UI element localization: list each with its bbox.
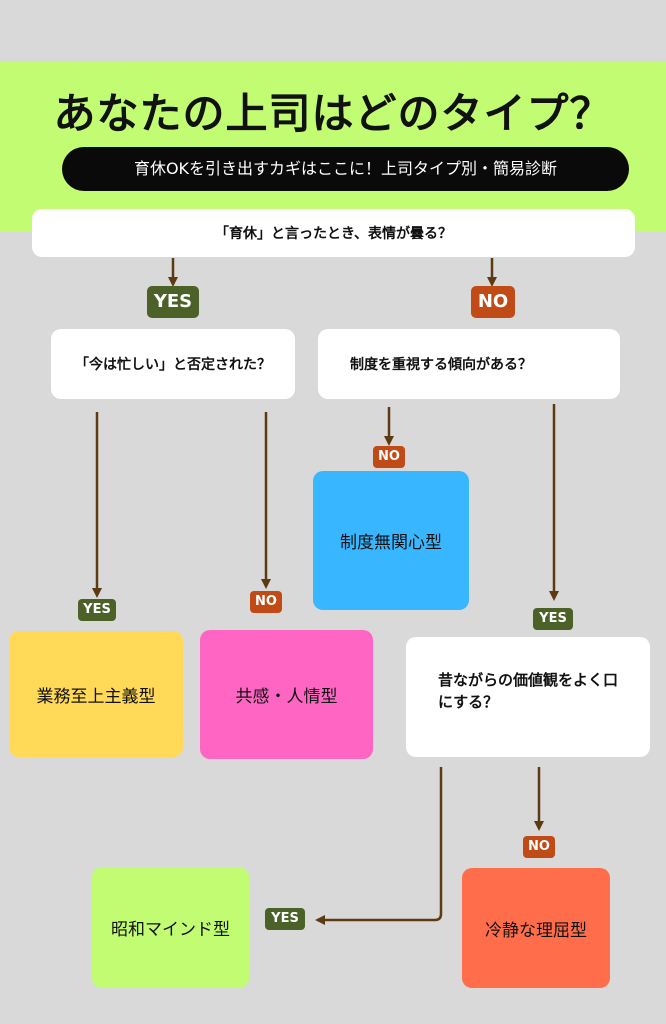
result-business-first: 業務至上主義型 xyxy=(9,631,183,757)
result-empathy: 共感・人情型 xyxy=(200,630,373,759)
question-1: 「育休」と言ったとき、表情が曇る？ xyxy=(32,209,635,257)
yes-badge-q2: YES xyxy=(78,599,116,621)
no-badge-q1: NO xyxy=(471,286,515,318)
subtitle-pill: 育休OKを引き出すカギはここに！上司タイプ別・簡易診断 xyxy=(62,147,629,191)
result-business-first-label: 業務至上主義型 xyxy=(36,686,156,707)
question-3-text: 制度を重視する傾向がある？ xyxy=(350,357,532,373)
question-4-text: 昔ながらの価値観をよく口にする？ xyxy=(438,671,619,711)
result-logical-label: 冷静な理屈型 xyxy=(485,920,587,941)
arrow-q4-yes xyxy=(315,767,443,925)
result-system-indifferent: 制度無関心型 xyxy=(313,471,469,610)
question-1-text: 「育休」と言ったとき、表情が曇る？ xyxy=(214,226,453,242)
question-2-text: 「今は忙しい」と否定された？ xyxy=(75,357,271,373)
no-badge-q4: NO xyxy=(523,836,555,858)
result-empathy-label: 共感・人情型 xyxy=(235,687,338,707)
yes-badge-q4: YES xyxy=(265,908,305,930)
result-logical: 冷静な理屈型 xyxy=(462,868,610,988)
yes-badge-q3: YES xyxy=(533,608,573,630)
no-badge-q2: NO xyxy=(250,591,282,613)
result-system-indifferent-label: 制度無関心型 xyxy=(340,533,442,553)
question-3: 制度を重視する傾向がある？ xyxy=(318,329,620,399)
page-title: あなたの上司はどのタイプ？ xyxy=(53,89,613,138)
question-2: 「今は忙しい」と否定された？ xyxy=(51,329,295,399)
result-showa-mind: 昭和マインド型 xyxy=(92,867,249,988)
question-4: 昔ながらの価値観をよく口にする？ xyxy=(406,637,650,757)
no-badge-q3: NO xyxy=(373,446,405,468)
yes-badge-q1: YES xyxy=(147,286,199,318)
result-showa-mind-label: 昭和マインド型 xyxy=(111,920,230,940)
